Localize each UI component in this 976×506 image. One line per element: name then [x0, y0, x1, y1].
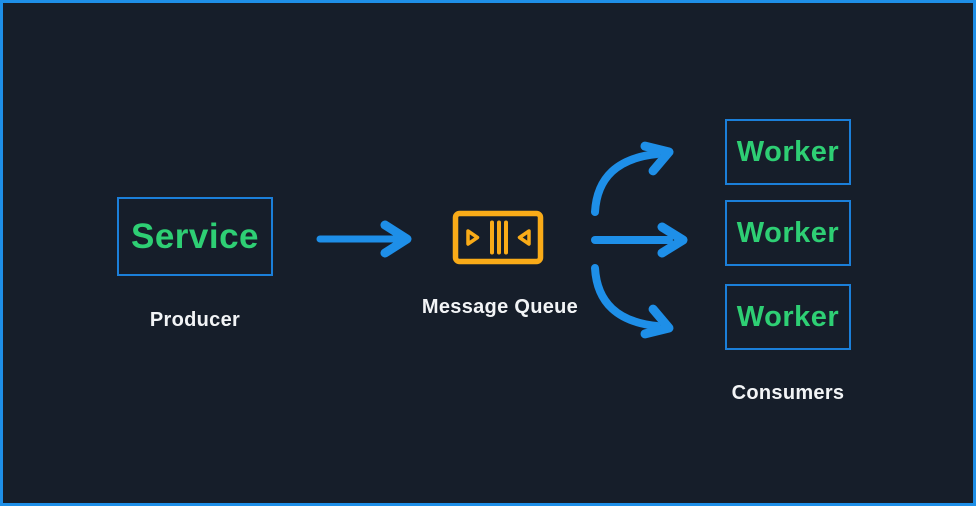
consumers-caption: Consumers — [731, 382, 845, 404]
arrow-fanout-to-workers-icon — [591, 141, 688, 339]
queue-caption: Message Queue — [421, 296, 579, 318]
worker-node-1: Worker — [725, 119, 851, 185]
service-node-label: Service — [130, 216, 260, 256]
arrow-producer-to-queue-icon — [316, 220, 412, 258]
producer-caption: Producer — [149, 309, 241, 331]
service-node: Service — [117, 197, 273, 276]
worker-node-label: Worker — [736, 216, 840, 249]
worker-node-label: Worker — [736, 135, 840, 168]
worker-node-label: Worker — [736, 300, 840, 333]
message-queue-icon — [452, 210, 544, 265]
worker-node-3: Worker — [725, 284, 851, 350]
worker-node-2: Worker — [725, 200, 851, 266]
